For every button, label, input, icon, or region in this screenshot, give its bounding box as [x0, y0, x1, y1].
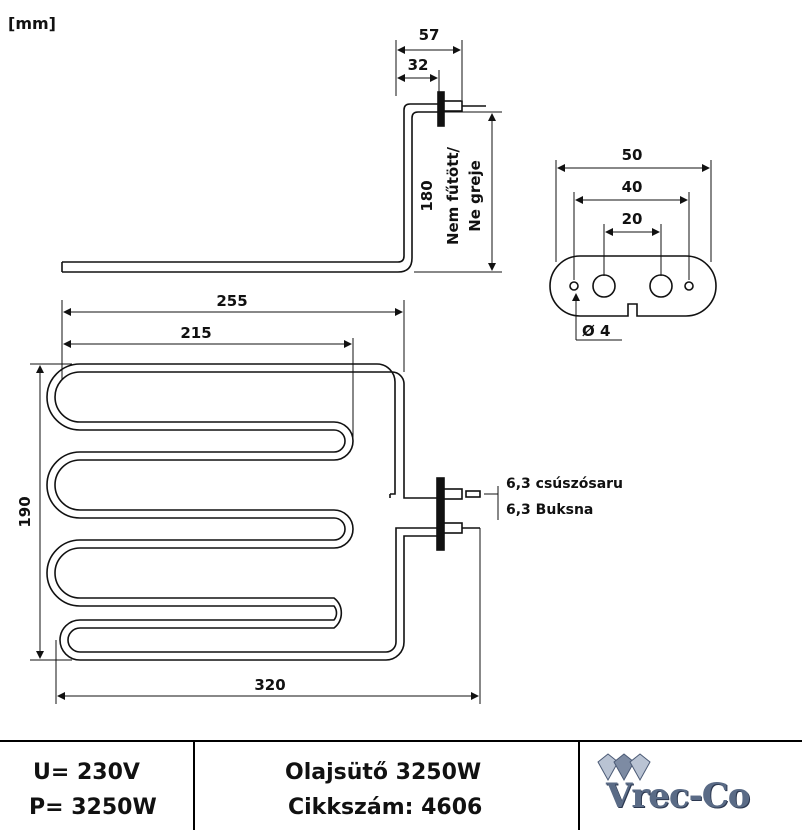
dim-57: 57 — [419, 26, 440, 44]
item-number: Cikkszám: 4606 — [288, 795, 483, 820]
diamond-gems-icon — [597, 753, 651, 782]
dim-hole-diameter: Ø 4 — [582, 322, 610, 340]
footer-divider — [578, 742, 580, 830]
product-name: Olajsütő 3250W — [285, 760, 482, 785]
dim-20: 20 — [622, 210, 643, 228]
note-nem-futott: Nem fűtött/ — [444, 146, 462, 245]
dim-255: 255 — [216, 292, 247, 310]
flange-dimensions — [555, 160, 712, 341]
side-dimensions — [395, 40, 502, 273]
dim-180: 180 — [418, 180, 436, 211]
power-spec: P= 3250W — [29, 795, 157, 820]
terminal-label-csuszosaru: 6,3 csúszósaru — [506, 476, 623, 492]
flange-detail — [549, 255, 717, 317]
heating-element-drawing: 57 32 180 Nem fűtött/ Ne greje 50 40 20 … — [16, 26, 717, 704]
dim-320: 320 — [254, 676, 285, 694]
dim-215: 215 — [180, 324, 211, 342]
dim-190: 190 — [16, 496, 34, 527]
spec-footer — [0, 740, 802, 830]
top-dimensions — [30, 300, 499, 704]
dim-32: 32 — [408, 56, 429, 74]
footer-divider — [193, 742, 195, 830]
note-ne-greje: Ne greje — [466, 160, 484, 232]
brand-logo-text: Vrec-Co — [606, 776, 750, 816]
voltage-spec: U= 230V — [33, 760, 140, 785]
unit-label: [mm] — [8, 14, 56, 33]
dim-50: 50 — [622, 146, 643, 164]
dim-40: 40 — [622, 178, 643, 196]
serpentine-element — [46, 363, 481, 661]
terminal-label-buksna: 6,3 Buksna — [506, 502, 593, 518]
side-view — [61, 91, 486, 273]
